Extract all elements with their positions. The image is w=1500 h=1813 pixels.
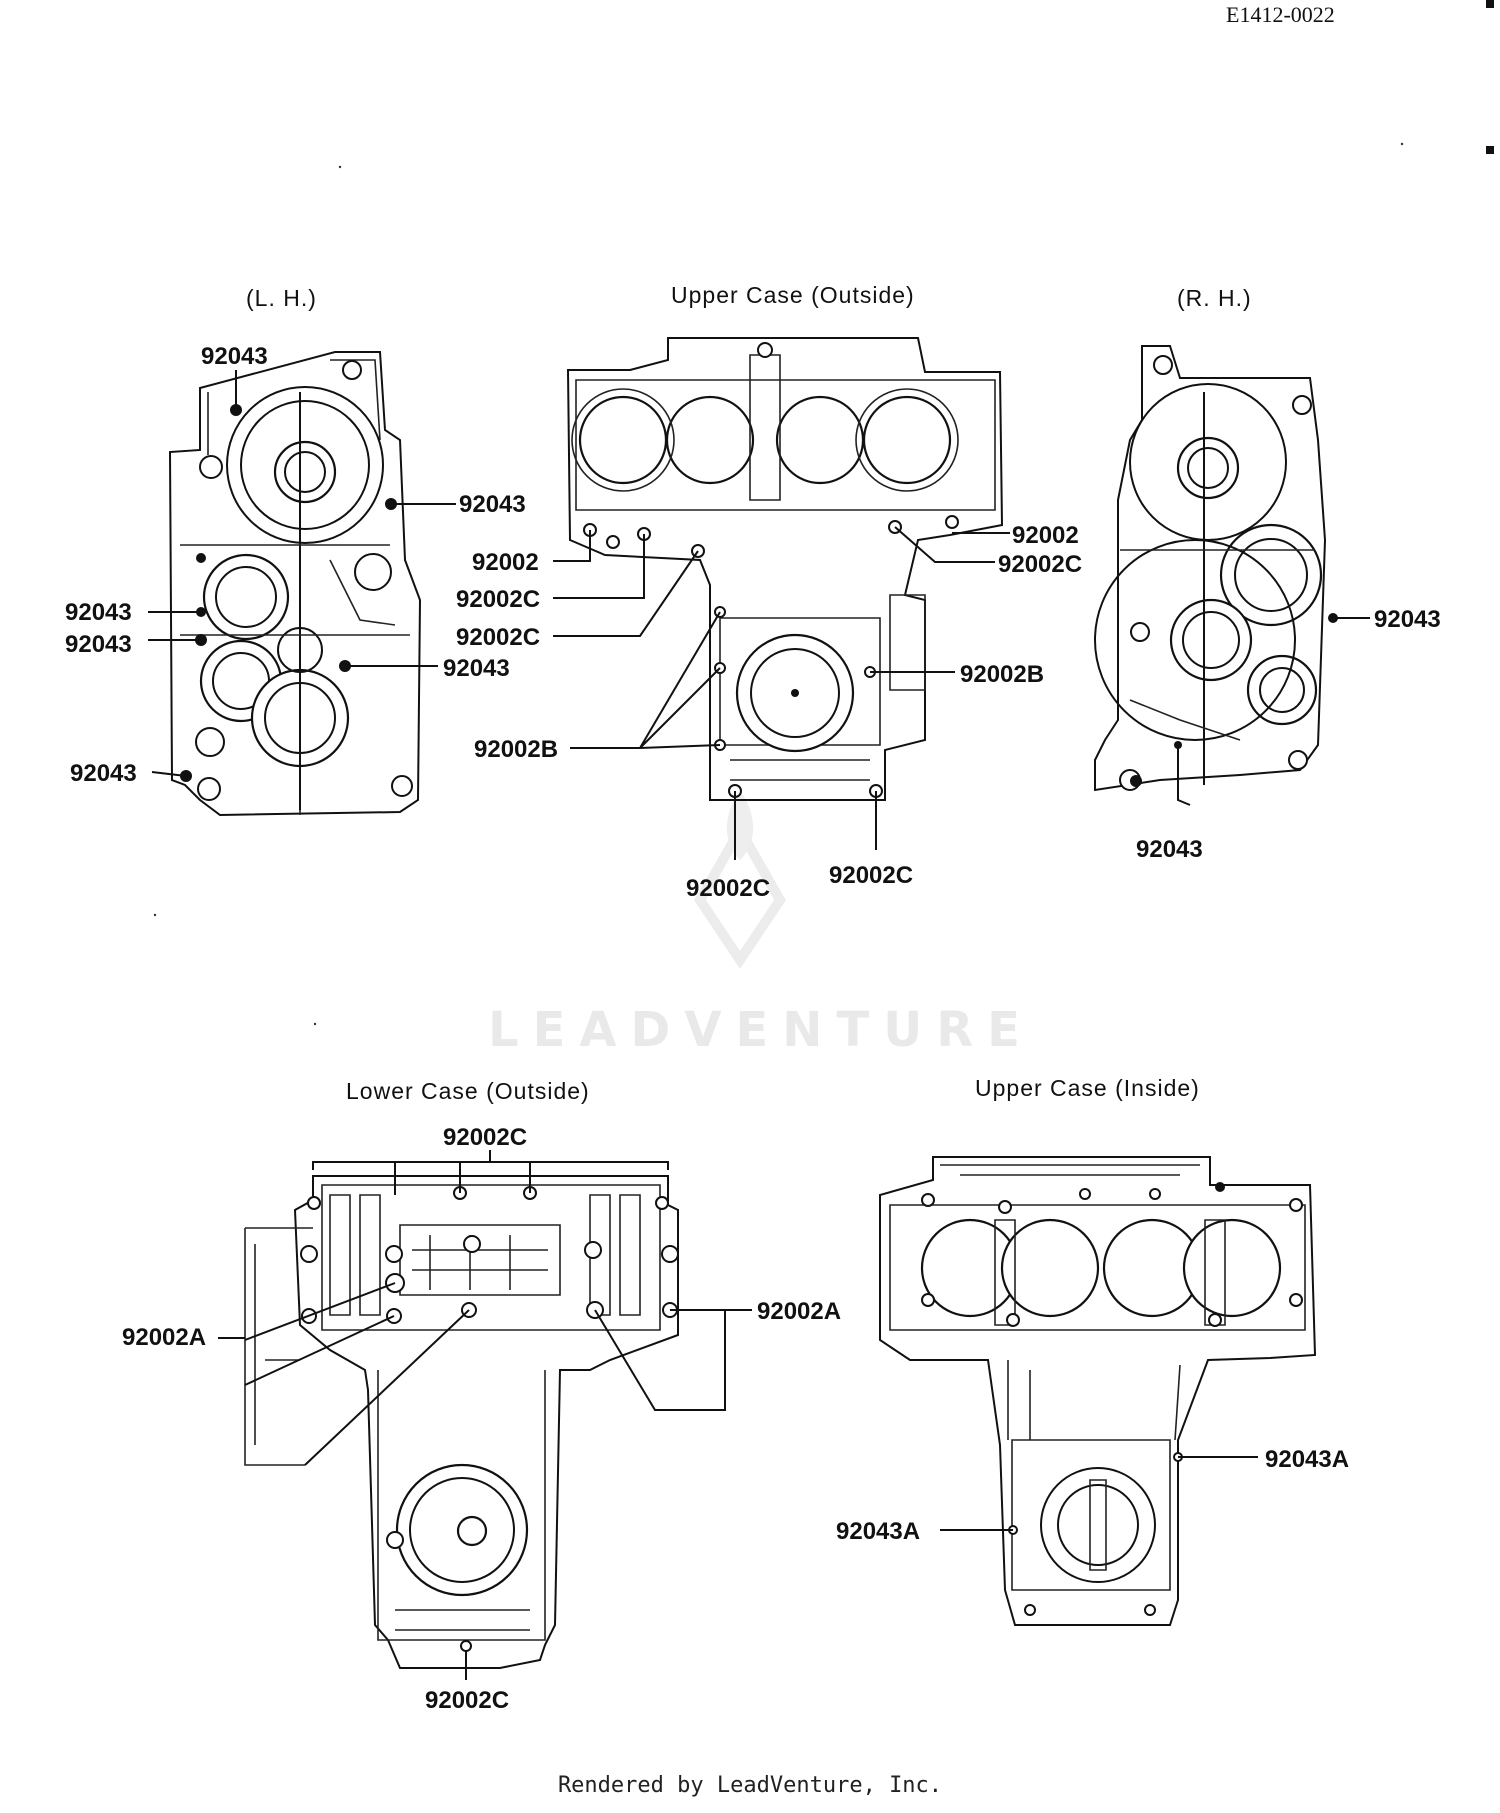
view-rh: (R. H.) 92043	[1094, 285, 1441, 863]
view-lh: (L. H.)	[65, 285, 526, 817]
callouts-lh: 92043 92043 92043 92043 92043 92043	[65, 343, 526, 787]
upper-case-inside-drawing	[879, 1156, 1317, 1626]
callout-uo-1: 92002	[472, 549, 539, 576]
callout-uo-5: 92002	[1012, 522, 1079, 549]
watermark: LEADVENTURE	[488, 790, 1034, 1058]
callout-uo-9: 92002C	[829, 862, 913, 889]
watermark-text: LEADVENTURE	[488, 1002, 1034, 1058]
callout-lh-1: 92043	[201, 343, 268, 370]
view-title-upper-inside: Upper Case (Inside)	[975, 1075, 1200, 1101]
callout-uo-8: 92002C	[686, 875, 770, 902]
callout-lh-5: 92043	[443, 655, 510, 682]
callouts-upper-inside: 92043A 92043A	[836, 1446, 1349, 1545]
callout-uo-3: 92002C	[456, 624, 540, 651]
view-lower-outside: Lower Case (Outside)	[122, 1078, 841, 1714]
callout-lh-6: 92043	[70, 760, 137, 787]
callouts-rh: 92043 92043	[1136, 606, 1441, 863]
crankcase-lh-drawing	[168, 351, 422, 817]
view-title-lower-outside: Lower Case (Outside)	[346, 1078, 590, 1104]
callouts-upper-outside: 92002 92002C 92002C 92002B 92002 92002C …	[456, 522, 1082, 902]
callout-rh-2: 92043	[1136, 836, 1203, 863]
upper-case-outside-drawing	[566, 337, 1004, 801]
callout-lh-4: 92043	[65, 631, 132, 658]
view-title-rh: (R. H.)	[1177, 285, 1252, 311]
view-title-upper-outside: Upper Case (Outside)	[671, 282, 915, 308]
scan-speck	[338, 165, 342, 169]
callout-lo-1: 92002C	[443, 1124, 527, 1151]
callout-lh-3: 92043	[65, 599, 132, 626]
view-upper-inside: Upper Case (Inside)	[836, 1075, 1349, 1626]
callout-lo-3: 92002A	[757, 1298, 841, 1325]
lower-case-outside-drawing	[244, 1175, 679, 1669]
callout-uo-7: 92002B	[960, 661, 1044, 688]
edge-mark	[1486, 0, 1494, 8]
callout-rh-1: 92043	[1374, 606, 1441, 633]
crankcase-rh-drawing	[1094, 345, 1338, 792]
callout-lo-2: 92002A	[122, 1324, 206, 1351]
scan-speck	[1400, 142, 1404, 146]
scan-speck	[313, 1022, 317, 1026]
callout-ui-2: 92043A	[836, 1518, 920, 1545]
scan-speck	[153, 913, 157, 917]
callout-uo-6: 92002C	[998, 551, 1082, 578]
callout-ui-1: 92043A	[1265, 1446, 1349, 1473]
callout-lo-4: 92002C	[425, 1687, 509, 1714]
view-title-lh: (L. H.)	[246, 285, 317, 311]
footer-credit: Rendered by LeadVenture, Inc.	[557, 1773, 943, 1798]
callout-lh-2: 92043	[459, 491, 526, 518]
callout-uo-4: 92002B	[474, 736, 558, 763]
edge-mark	[1486, 146, 1494, 154]
view-upper-outside: Upper Case (Outside)	[456, 282, 1082, 902]
callout-uo-2: 92002C	[456, 586, 540, 613]
document-id: E1412-0022	[1226, 2, 1335, 27]
callouts-lower-outside: 92002C 92002A 92002A 92002C	[122, 1124, 841, 1714]
